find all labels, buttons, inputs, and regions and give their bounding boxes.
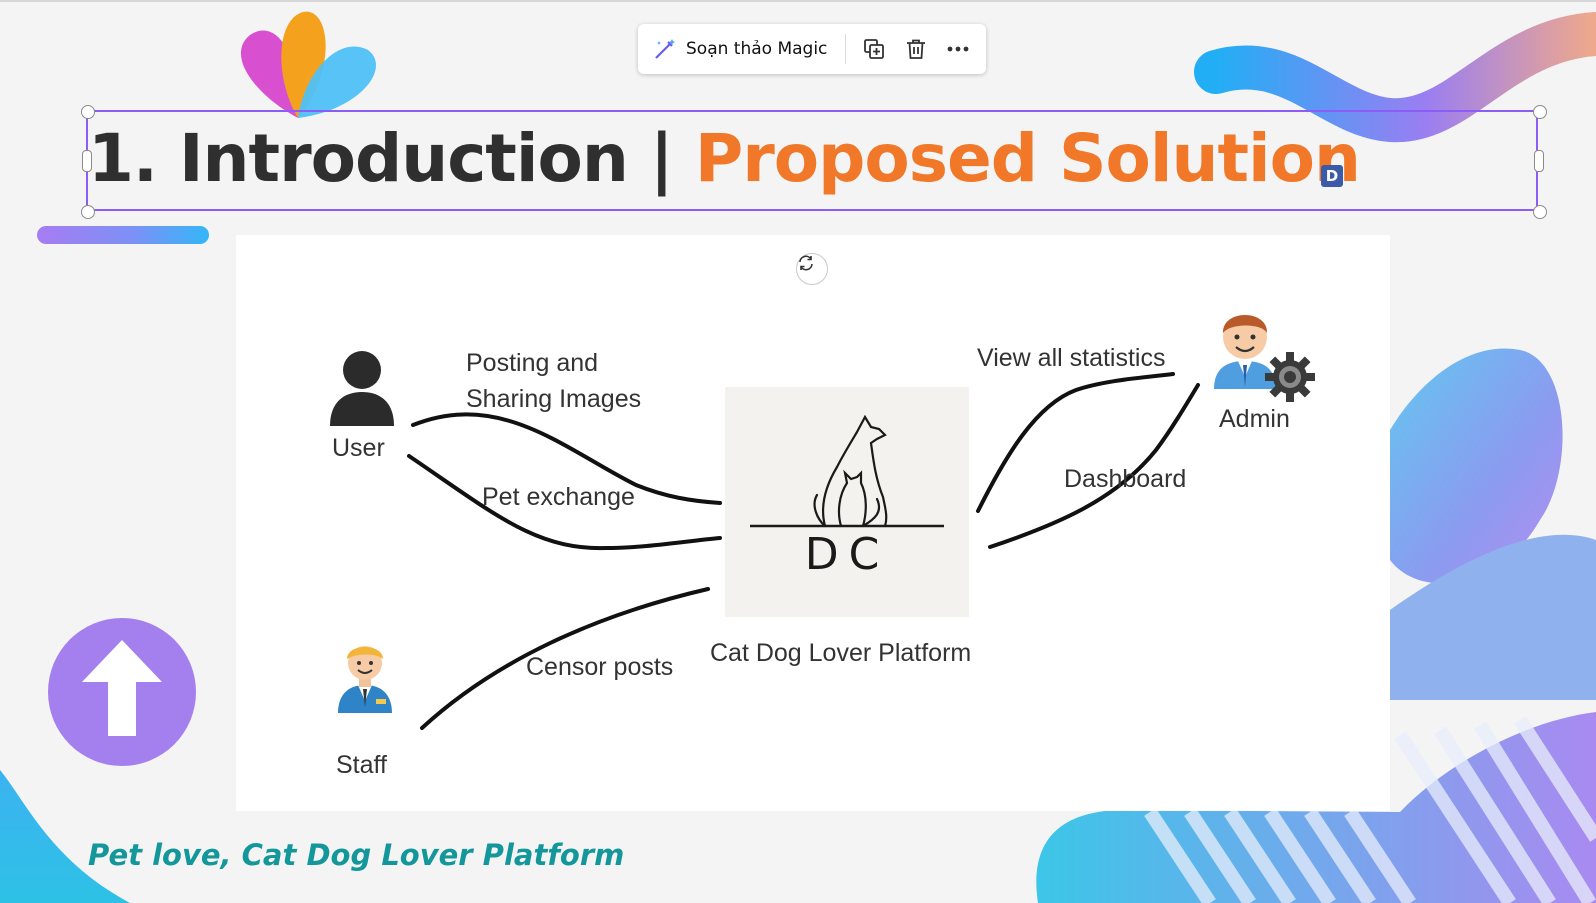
brand-logo (240, 11, 376, 119)
magic-edit-label: Soạn thảo Magic (686, 39, 828, 59)
edge-label-dashboard: Dashboard (1064, 465, 1187, 493)
up-arrow-icon (82, 640, 162, 736)
edge-label-censor: Censor posts (526, 653, 674, 681)
duplicate-icon (864, 39, 884, 59)
edge-label-pet-exchange: Pet exchange (482, 483, 635, 511)
scroll-up-button[interactable] (48, 618, 196, 766)
connector-statistics (976, 372, 1175, 513)
actor-user-label: User (332, 434, 385, 462)
actor-admin-label: Admin (1219, 405, 1290, 433)
rotate-icon (799, 255, 813, 271)
connector-dashboard (988, 383, 1200, 549)
diagram-connectors (407, 372, 1200, 730)
element-toolbar: Soạn thảo Magic (638, 24, 986, 74)
resize-handle-left[interactable] (82, 150, 92, 172)
duplicate-button[interactable] (858, 33, 890, 65)
user-icon (330, 351, 394, 426)
trash-icon (907, 39, 925, 59)
magic-edit-button[interactable]: Soạn thảo Magic (646, 32, 836, 66)
connector-censor (420, 587, 710, 730)
connector-pet-exchange (407, 454, 722, 551)
toolbar-divider (845, 34, 846, 64)
edge-label-posting-line1: Posting and (466, 349, 599, 377)
edge-label-statistics: View all statistics (977, 344, 1166, 372)
footer-tagline: Pet love, Cat Dog Lover Platform (88, 838, 625, 872)
more-options-button[interactable] (942, 33, 974, 65)
more-icon (947, 46, 969, 52)
logo-text: DC (804, 529, 890, 580)
delete-button[interactable] (900, 33, 932, 65)
gear-icon (1265, 352, 1315, 402)
cat-dog-logo-icon (750, 414, 944, 528)
connector-posting (411, 412, 722, 505)
resize-handle-top-left[interactable] (81, 105, 95, 119)
slide-title[interactable]: 1. Introduction | Proposed Solution (88, 110, 1361, 208)
magic-pen-icon (655, 39, 675, 59)
accent-bar (37, 226, 209, 244)
admin-icon (1214, 315, 1315, 402)
design-badge: D (1321, 165, 1343, 187)
rotate-button[interactable] (796, 253, 828, 285)
diagram-image[interactable]: User Staff Admi (236, 235, 1390, 811)
staff-icon (338, 646, 392, 713)
edge-label-posting-line2: Sharing Images (466, 385, 642, 413)
title-main-text: 1. Introduction | (88, 120, 695, 197)
resize-handle-bottom-left[interactable] (81, 205, 95, 219)
resize-handle-top-right[interactable] (1533, 105, 1547, 119)
resize-handle-bottom-right[interactable] (1533, 205, 1547, 219)
actor-staff-label: Staff (336, 751, 387, 779)
platform-logo: DC (725, 387, 969, 617)
resize-handle-right[interactable] (1534, 150, 1544, 172)
selection-frame (86, 110, 1538, 211)
title-accent-text: Proposed Solution (694, 120, 1361, 197)
platform-caption: Cat Dog Lover Platform (710, 639, 972, 667)
